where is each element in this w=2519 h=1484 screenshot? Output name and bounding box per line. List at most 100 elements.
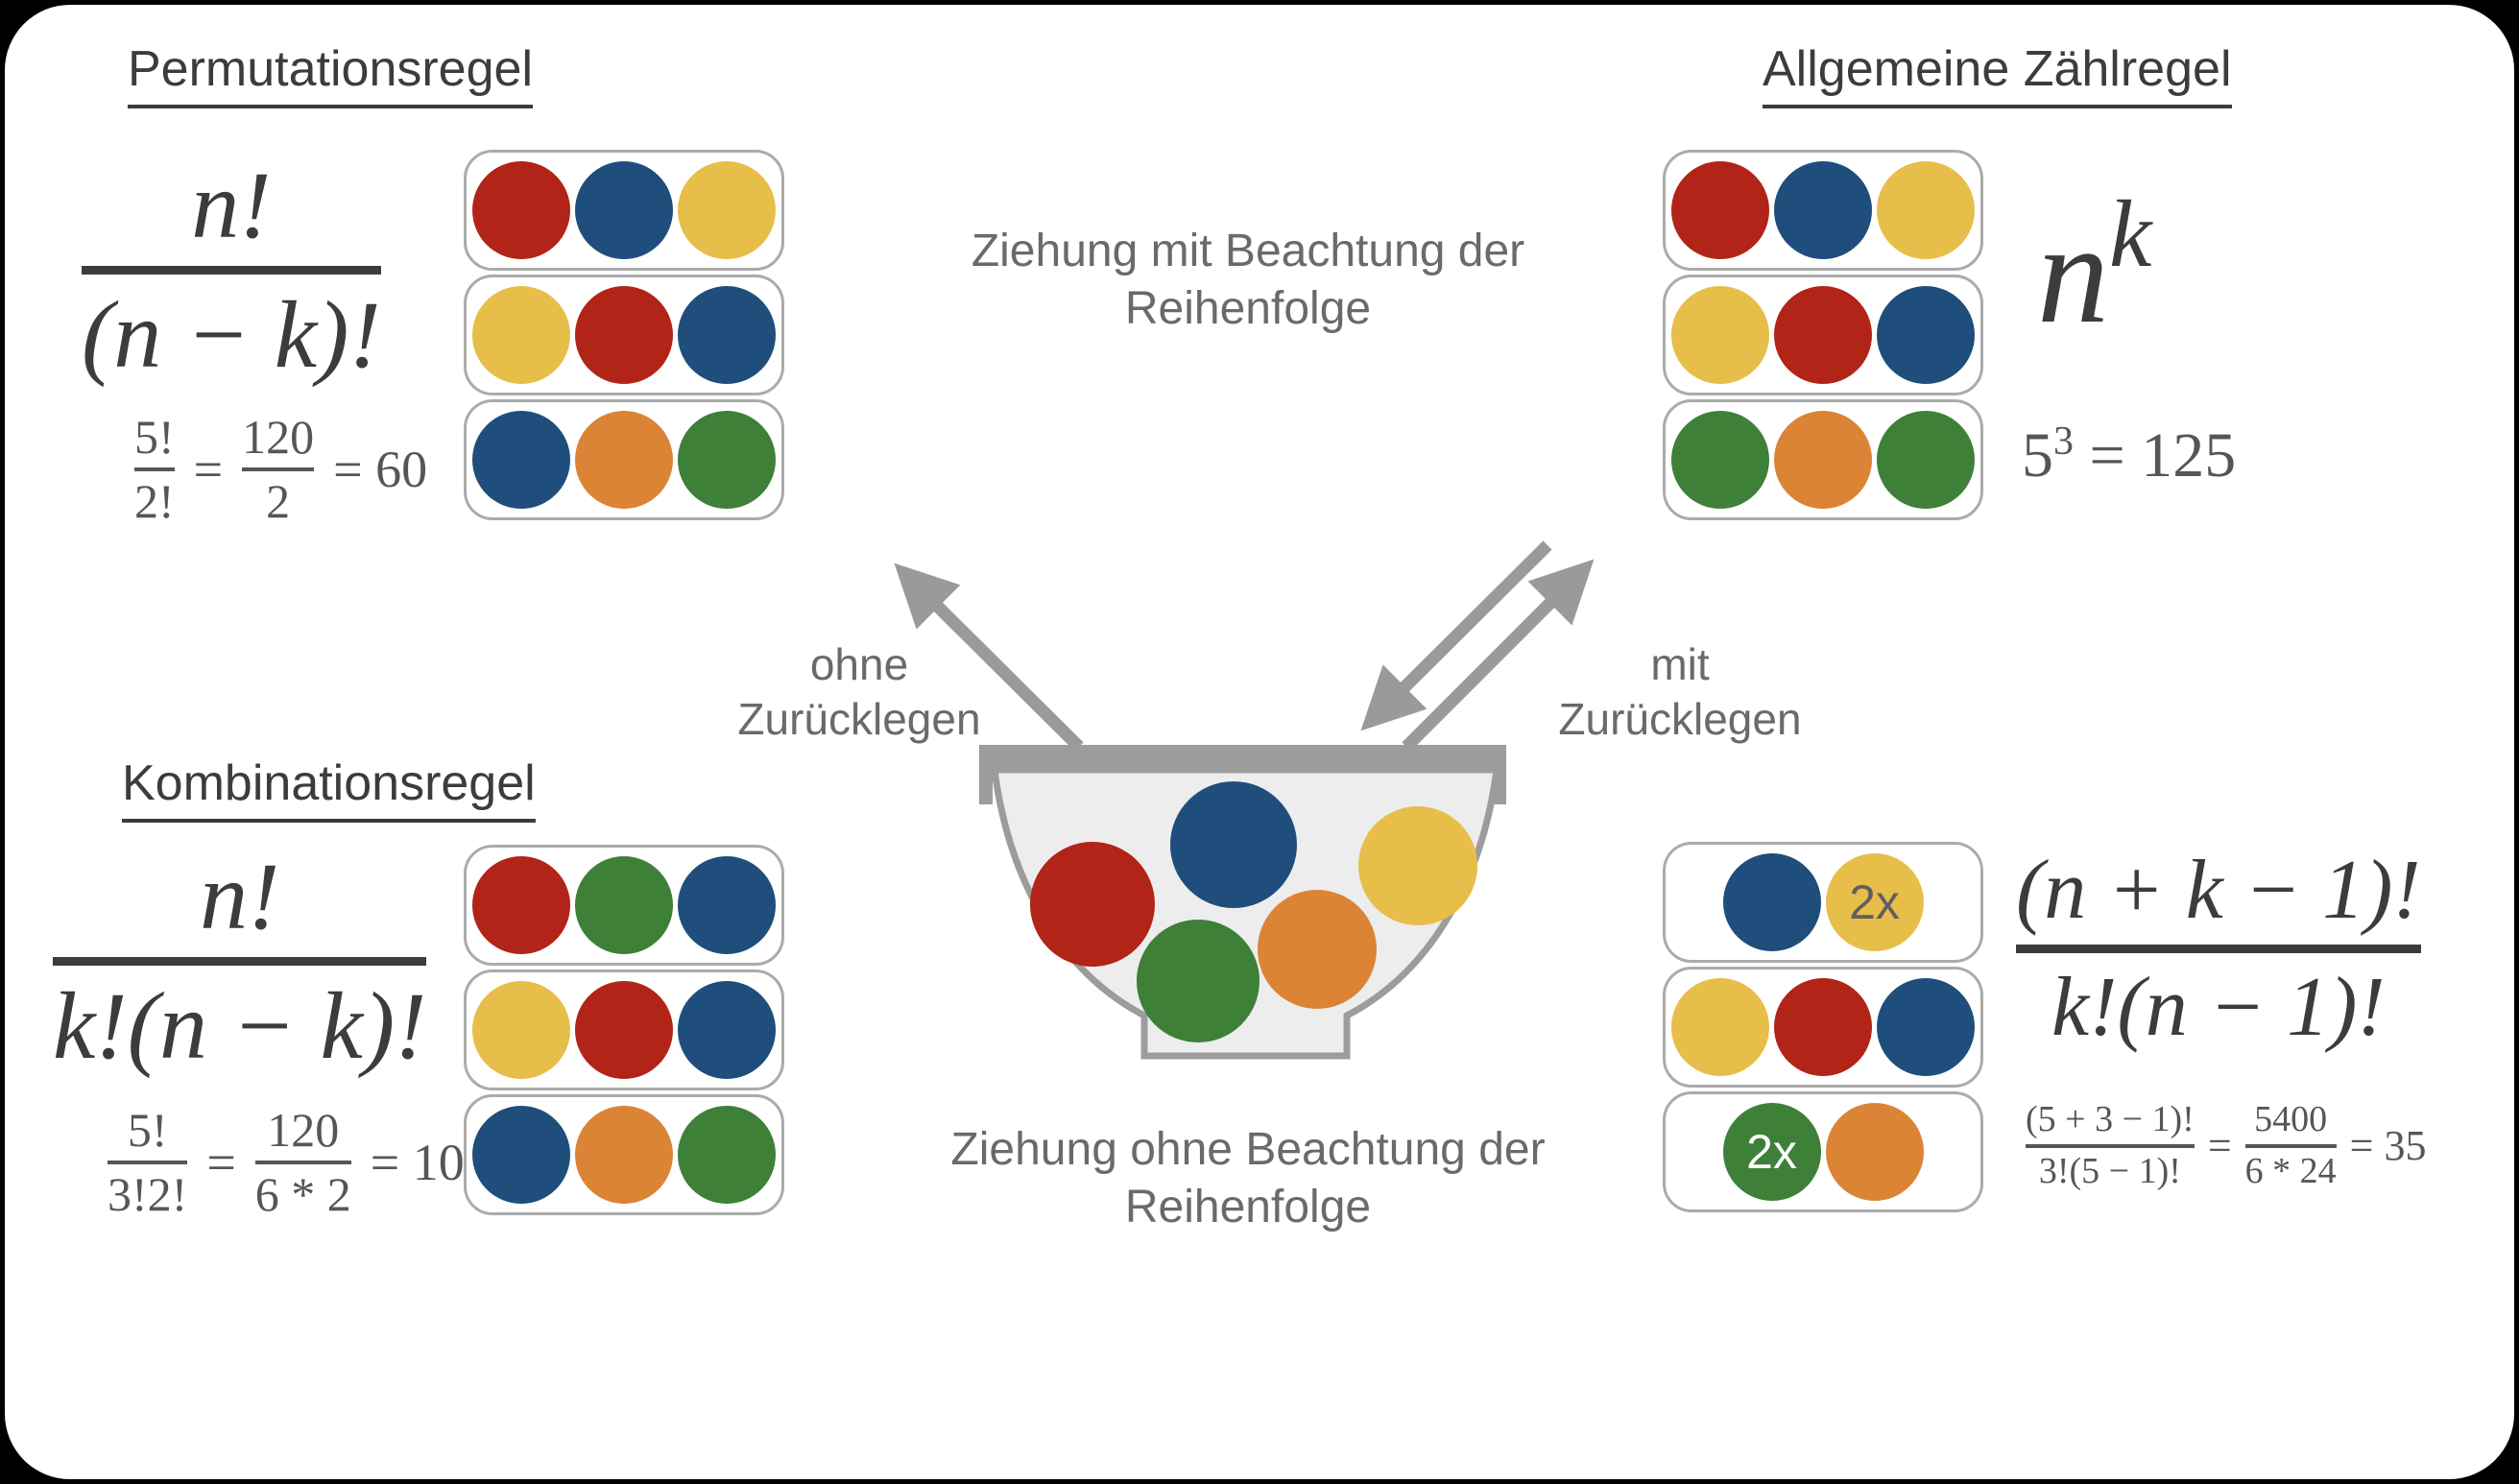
green-ball [1671,411,1769,509]
equals-sign: = [193,441,224,498]
fraction-numerator: 120 [267,1103,340,1157]
bowl-rim-left-flange [979,745,993,804]
permutation-formula-numerator: n! [191,152,272,258]
red-ball [1671,161,1769,259]
example-result: = 10 [370,1134,465,1191]
fraction-denominator: 2 [266,474,291,528]
permutation-formula-denominator: (n − k)! [82,281,381,388]
diagram-card [5,5,2514,1479]
yellow-ball [472,981,570,1079]
fraction-numerator: 120 [242,410,315,464]
yellow-ball [1877,161,1975,259]
blue-ball [1722,853,1821,951]
fraction-bar [108,1161,188,1164]
ball-box: 2x [1663,842,1983,963]
fraction-denominator: 6 * 2 [254,1167,351,1221]
arrow-with-replacement-out [1402,559,1595,752]
yellow-ball [1671,978,1769,1076]
example-fraction: 5! 2! [134,411,175,528]
orange-ball [1825,1103,1924,1201]
counting-formula: nk [2037,179,2151,356]
fraction-bar [53,957,427,966]
red-ball [575,286,673,384]
ball-box [1663,967,1983,1088]
permutation-title: Permutationsregel [128,40,533,108]
blue-ball [1170,781,1297,908]
example-fraction: (5 + 3 − 1)! 3!(5 − 1)! [2026,1099,2195,1192]
fraction-bar [2244,1143,2337,1148]
green-ball: 2x [1722,1103,1821,1201]
example-exponent: 3 [2053,419,2074,464]
fraction-bar [82,266,381,275]
ball-count-label: 2x [1849,875,1900,929]
counting-example: 53 = 125 [2022,419,2236,492]
blue-ball [1877,978,1975,1076]
orange-ball [1258,890,1377,1009]
variation-example: (5 + 3 − 1)! 3!(5 − 1)! = 5400 6 * 24 = … [2026,1099,2426,1192]
power-base: n [2037,194,2109,353]
label-without-replacement: ohne Zurücklegen [706,637,1013,747]
blue-ball [472,1106,570,1204]
variation-formula-numerator: (n + k − 1)! [2016,844,2421,937]
fraction-bar [2016,945,2421,954]
ball-box [464,399,784,520]
equals-sign: = [206,1134,236,1191]
orange-ball [1774,411,1872,509]
fraction-denominator: 3!2! [108,1167,188,1221]
counting-title: Allgemeine Zählregel [1763,40,2232,108]
equals-sign: = [2207,1122,2232,1170]
example-result: = 60 [333,441,428,498]
ball-box [1663,150,1983,271]
permutation-ball-boxes [464,150,784,520]
variation-formula: (n + k − 1)! k!(n − 1)! [2016,845,2421,1053]
caption-line: Reihenfolge [1124,283,1372,334]
ball-box [464,1094,784,1215]
permutation-example: 5! 2! = 120 2 = 60 [134,411,427,528]
blue-ball [1877,286,1975,384]
permutation-formula: n! (n − k)! [82,154,381,387]
orange-ball [575,1106,673,1204]
label-line: ohne [809,639,909,689]
arrow-with-replacement-back [1360,540,1552,731]
fraction-bar [134,467,175,471]
red-ball [575,981,673,1079]
variation-ball-boxes: 2x 2x [1663,842,1983,1212]
example-fraction: 120 6 * 2 [254,1103,351,1221]
fraction-denominator: 6 * 24 [2244,1150,2337,1191]
counting-ball-boxes [1663,150,1983,520]
combination-formula-denominator: k!(n − k)! [53,972,427,1079]
fraction-numerator: 5! [134,410,175,464]
combination-formula-numerator: n! [200,843,280,949]
ball-box [464,275,784,395]
ball-count-label: 2x [1746,1125,1797,1179]
blue-ball [678,286,776,384]
fraction-denominator: 2! [134,474,175,528]
bowl-rim [979,745,1506,770]
combination-formula: n! k!(n − k)! [53,843,427,1079]
combination-example: 5! 3!2! = 120 6 * 2 = 10 [108,1104,465,1221]
red-ball [1774,286,1872,384]
combination-ball-boxes [464,845,784,1215]
green-ball [678,1106,776,1204]
fraction-denominator: 3!(5 − 1)! [2038,1150,2181,1191]
variation-formula-denominator: k!(n − 1)! [2051,961,2386,1055]
orange-ball [575,411,673,509]
ball-box [1663,399,1983,520]
green-ball [575,856,673,954]
example-base: 5 [2022,420,2053,491]
blue-ball [1774,161,1872,259]
red-ball [472,161,570,259]
label-line: Zurücklegen [737,694,981,744]
red-ball [1030,842,1155,967]
example-result: = 125 [2074,420,2237,491]
combination-title: Kombinationsregel [122,754,536,823]
blue-ball [472,411,570,509]
yellow-ball [1671,286,1769,384]
label-line: mit [1650,639,1710,689]
caption-with-order: Ziehung mit Beachtung der Reihenfolge [864,223,1632,338]
example-fraction: 5400 6 * 24 [2244,1099,2337,1192]
fraction-bar [254,1161,351,1164]
yellow-ball: 2x [1825,853,1924,951]
